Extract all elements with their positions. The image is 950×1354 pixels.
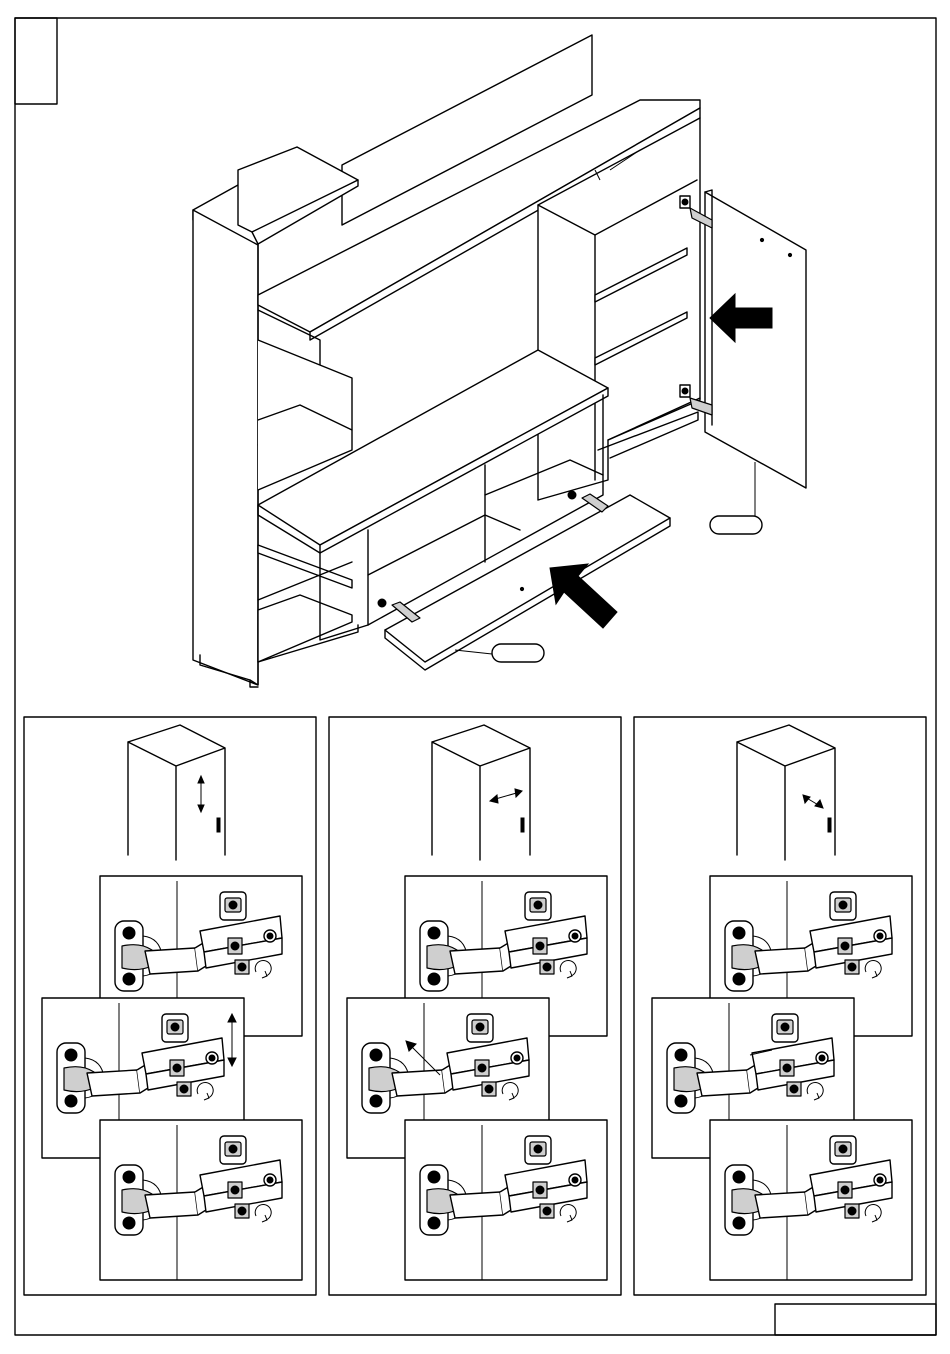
flap-direction-arrow: [550, 564, 617, 628]
adjustment-panel-lateral: [329, 717, 621, 1295]
door-sketch: [737, 725, 835, 860]
door-sketch: [128, 725, 225, 860]
adjustment-panel-depth: [634, 717, 926, 1295]
flap-label-bubble: [492, 644, 544, 662]
cabinet-illustration: [193, 35, 700, 687]
adjustment-panel-vertical: [24, 717, 316, 1295]
flap-hinge-right: [568, 491, 608, 512]
bottom-flap: [378, 491, 670, 670]
door-label-bubble: [710, 516, 762, 534]
footer-box: [775, 1304, 936, 1335]
left-side-panel: [193, 210, 258, 685]
flap-hinge-left: [378, 599, 420, 622]
step-number-box: [15, 18, 57, 104]
